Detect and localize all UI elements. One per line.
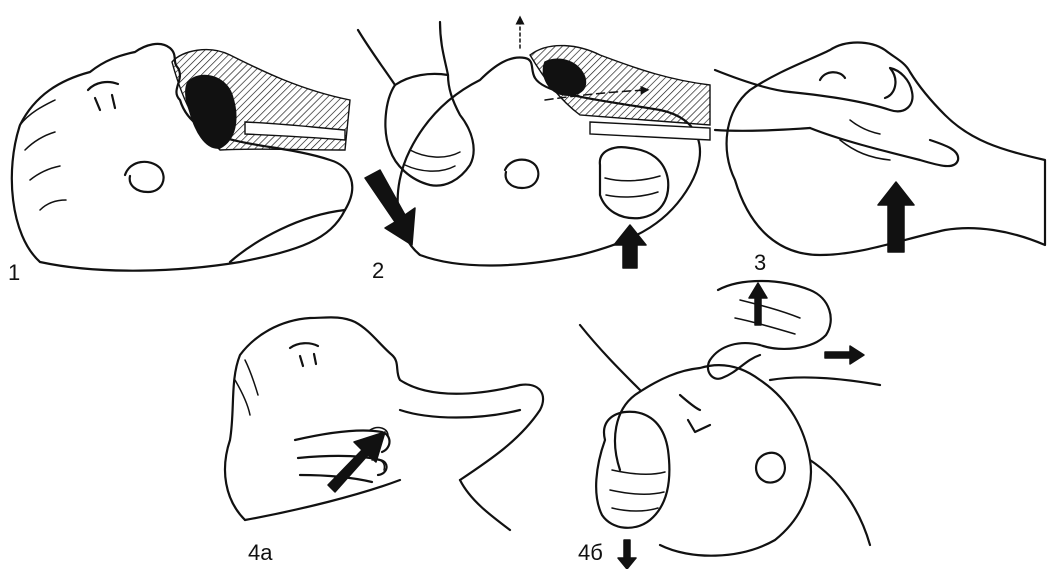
ear	[756, 453, 785, 483]
fist-finger-lines	[610, 470, 665, 511]
push-down-arrow	[365, 170, 415, 245]
head-outline	[727, 43, 1045, 256]
right-arrow	[825, 346, 864, 364]
finger-lines	[405, 150, 460, 171]
hair-strokes	[20, 100, 66, 210]
panel-4a: 4а	[225, 317, 543, 565]
panel-3: 3	[715, 43, 1045, 276]
up-arrow	[749, 283, 767, 325]
finger-lines	[735, 300, 800, 334]
panel-label-1: 1	[8, 260, 20, 285]
fist-finger-lines	[605, 176, 660, 197]
panel-label-4b: 4б	[578, 540, 603, 565]
panel-label-4a: 4а	[248, 540, 273, 565]
panel-2: 2	[358, 20, 710, 283]
neck-outline	[230, 210, 345, 262]
eye-brow	[290, 343, 318, 366]
eye-brow	[88, 82, 118, 110]
ear	[505, 160, 538, 188]
ear	[125, 162, 164, 192]
panel-4b: 4б	[578, 281, 880, 569]
jaw-line	[245, 480, 400, 520]
neck-shoulder	[400, 410, 520, 530]
head-outline	[225, 317, 543, 520]
face-features	[680, 395, 710, 432]
push-forward-arrow	[328, 432, 385, 492]
rescuer-arm-upper	[358, 22, 448, 85]
lift-up-arrow	[878, 182, 914, 252]
chest-line	[580, 325, 640, 390]
rescuer-hand-jaw-thrust	[790, 68, 958, 166]
tongue-obstruction	[186, 76, 236, 149]
panel-label-3: 3	[754, 250, 766, 275]
rescuer-fist-chin	[600, 147, 668, 218]
ear	[820, 72, 845, 80]
rescuer-hand-top	[708, 281, 831, 379]
head-outline	[615, 365, 811, 556]
trachea	[590, 122, 710, 140]
panel-1: 1	[8, 44, 352, 285]
hair-strokes	[235, 360, 258, 415]
down-arrow	[618, 540, 636, 569]
panel-label-2: 2	[372, 258, 384, 283]
